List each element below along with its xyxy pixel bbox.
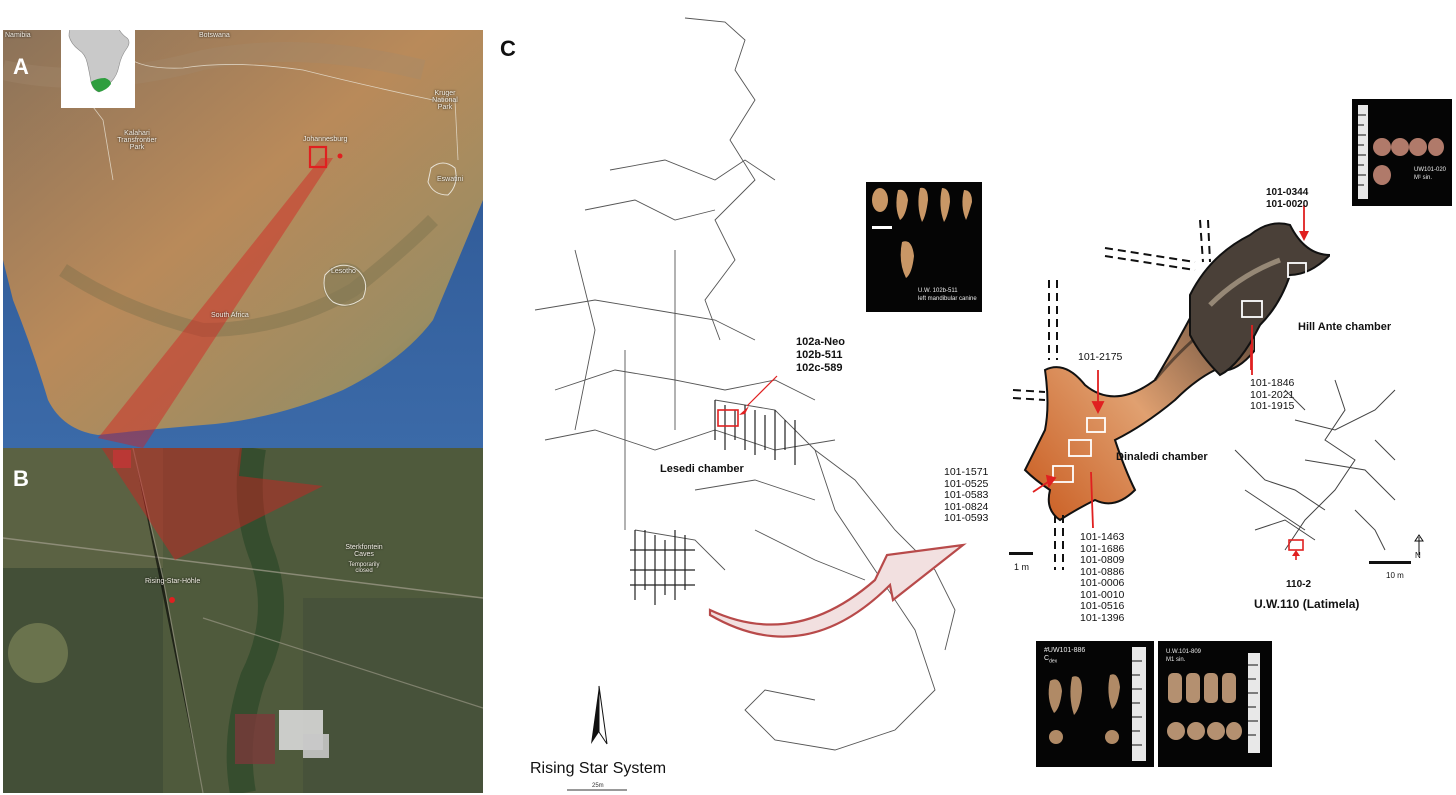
- label-johannesburg: Johannesburg: [303, 136, 348, 143]
- hill-ante-chamber-map: [1189, 205, 1330, 377]
- dinaledi-scale-label: 1 m: [1014, 562, 1030, 572]
- rising-star-system-map: [534, 17, 967, 791]
- ids-top-right: 101-0344 101-0020: [1266, 187, 1308, 211]
- selection-box: [308, 145, 328, 169]
- ids-bottom-3: 101-0886: [1080, 565, 1125, 578]
- latimela-scale-label: 10 m: [1386, 571, 1404, 580]
- ids-top-right-1: 101-0020: [1266, 199, 1309, 210]
- latimela-north-label: N: [1415, 551, 1421, 560]
- photo-uw101-020: UW101-020 M¹ sin.: [1352, 99, 1452, 206]
- transition-arrow-icon: [708, 543, 967, 638]
- ids-hill-0: 101-1846: [1250, 377, 1295, 389]
- photo-bottom-left-caption-1: #UW101-886: [1044, 647, 1086, 654]
- label-namibia: Namibia: [5, 32, 31, 39]
- ids-bottom-1: 101-1686: [1080, 542, 1125, 555]
- zoom-triangle-a: [98, 158, 333, 448]
- rising-star-title: Rising Star System: [530, 760, 667, 777]
- label-lesotho: Lesotho: [331, 268, 356, 275]
- photo-bottom-left-caption-2-sub: dex: [1049, 658, 1058, 665]
- molar-row-icon: [1167, 653, 1260, 753]
- photo-bottom-right-caption-1: U.W.101-809: [1166, 649, 1202, 655]
- molar-teeth-icon: [1358, 105, 1444, 199]
- lesedi-photo-caption-2: left mandibular canine: [918, 296, 977, 302]
- lesedi-highlight-box: [717, 409, 739, 427]
- zoom-triangle-b: [101, 448, 323, 560]
- ids-bottom-5: 101-0010: [1080, 588, 1125, 601]
- photo-bottom-left-caption-2-main: C: [1044, 655, 1050, 662]
- panel-b-map: B Rising-Star-Höhle Sterkfontein Caves T…: [3, 448, 483, 793]
- ids-hill-2: 101-1915: [1250, 400, 1295, 412]
- photo-top-right-caption-2: M¹ sin.: [1414, 175, 1432, 181]
- photo-bottom-left-caption-2: Cdex: [1044, 655, 1057, 665]
- lesedi-id-0: 102a-Neo: [796, 336, 845, 348]
- ids-left: 101-1571 101-0525 101-0583 101-0824 101-…: [944, 466, 989, 525]
- canine-pair-icon: [1048, 647, 1146, 761]
- ids-left-4: 101-0593: [944, 512, 989, 524]
- ids-bottom-2: 101-0809: [1080, 554, 1125, 566]
- ids-bottom-0: 101-1463: [1080, 531, 1125, 543]
- africa-outline-icon: [68, 30, 130, 93]
- ids-bottom-6: 101-0516: [1080, 600, 1125, 612]
- ids-left-3: 101-0824: [944, 500, 989, 513]
- ids-bottom-7: 101-1396: [1080, 611, 1125, 624]
- lesedi-id-2: 102c-589: [796, 362, 843, 374]
- canine-tooth-icon: [872, 187, 972, 278]
- dinaledi-id-top: 101-2175: [1078, 351, 1123, 363]
- latimela-id: 110-2: [1286, 579, 1312, 590]
- photo-lesedi-canine: U.W. 102b-511 left mandibular canine: [866, 182, 982, 312]
- panel-letter-b: B: [13, 466, 29, 491]
- panel-a-map: A Namibia Botswana Kalahari Transfrontie…: [3, 30, 483, 448]
- ids-hill: 101-1846 101-2021 101-1915: [1250, 377, 1295, 413]
- ids-left-2: 101-0583: [944, 489, 989, 501]
- panel-b-terrain: [3, 448, 483, 793]
- label-kalahari: Kalahari Transfrontier Park: [117, 130, 157, 151]
- dinaledi-chamber-label: Dinaledi chamber: [1116, 451, 1208, 463]
- label-eswatini: Eswatini: [437, 176, 464, 183]
- label-kruger: Kruger National Park: [432, 90, 458, 111]
- photo-uw101-886: #UW101-886 Cdex: [1036, 641, 1154, 767]
- photo-bottom-right-caption-2: M1 sin.: [1166, 657, 1186, 663]
- dinaledi-scale-bar: [1009, 552, 1033, 555]
- label-rising-star: Rising-Star-Höhle: [145, 578, 201, 585]
- ids-left-1: 101-0525: [944, 477, 989, 490]
- photo-uw101-809: U.W.101-809 M1 sin.: [1158, 641, 1272, 767]
- ids-bottom: 101-1463 101-1686 101-0809 101-0886 101-…: [1080, 531, 1125, 624]
- africa-inset: [61, 30, 135, 108]
- ids-hill-1: 101-2021: [1250, 388, 1295, 401]
- label-sterkfontein-note: Temporarily closed: [348, 562, 380, 574]
- lesedi-photo-caption-1: U.W. 102b-511: [918, 288, 958, 294]
- photo-top-right-caption-1: UW101-020: [1414, 167, 1447, 173]
- panel-letter-a: A: [13, 54, 29, 79]
- ids-left-0: 101-1571: [944, 466, 989, 478]
- latimela-scale-bar: [1369, 561, 1411, 564]
- latimela-title: U.W.110 (Latimela): [1254, 597, 1360, 611]
- latimela-map: [1234, 379, 1396, 560]
- panel-letter-c: C: [500, 36, 516, 61]
- label-sterkfontein: Sterkfontein Caves: [345, 544, 383, 558]
- lesedi-id-1: 102b-511: [796, 349, 843, 361]
- latimela-north-icon: [1414, 534, 1424, 555]
- ids-top-right-0: 101-0344: [1266, 187, 1309, 198]
- panel-a-terrain: [3, 30, 483, 448]
- lesedi-ids: 102a-Neo 102b-511 102c-589: [796, 336, 845, 375]
- rising-star-marker-icon: [169, 597, 175, 603]
- rising-star-scale: 25m: [592, 783, 604, 789]
- label-botswana: Botswana: [199, 32, 230, 39]
- hill-ante-chamber-label: Hill Ante chamber: [1298, 321, 1392, 333]
- lesedi-chamber-label: Lesedi chamber: [660, 463, 744, 475]
- north-arrow-icon: [591, 686, 599, 744]
- ids-bottom-4: 101-0006: [1080, 577, 1125, 589]
- label-south-africa: South Africa: [211, 312, 249, 319]
